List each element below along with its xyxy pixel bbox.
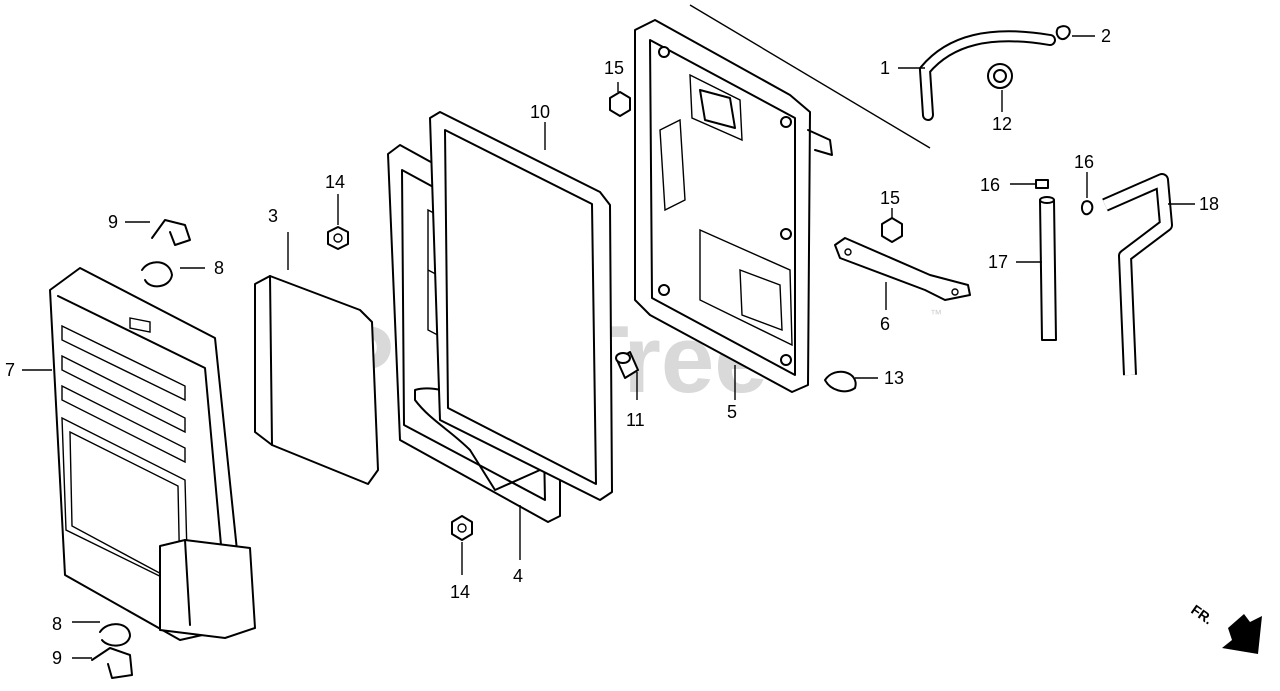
callout-15-upper: 15 [604, 58, 624, 78]
callout-15-lower: 15 [880, 188, 900, 208]
direction-label: FR. [1188, 601, 1216, 627]
part-13-clip[interactable] [824, 370, 857, 393]
callout-16-right: 16 [1074, 152, 1094, 172]
callout-10: 10 [530, 102, 550, 122]
callout-17: 17 [988, 252, 1008, 272]
direction-indicator: FR. [1188, 601, 1262, 654]
part-11-cap[interactable] [615, 351, 639, 379]
part-8-clip-upper[interactable] [141, 261, 173, 288]
part-15-nut-upper[interactable] [609, 91, 631, 117]
callout-2: 2 [1101, 26, 1111, 46]
part-15-nut-lower[interactable] [881, 217, 903, 243]
part-17-tube[interactable] [1039, 196, 1057, 341]
callout-9-upper: 9 [108, 212, 118, 232]
part-6-bracket[interactable] [834, 237, 971, 301]
leader-lines [22, 4, 1195, 659]
part-10-gasket[interactable] [429, 111, 613, 501]
part-16-clamp-left[interactable] [1035, 179, 1049, 189]
direction-arrow-icon [1222, 614, 1262, 654]
callout-13: 13 [884, 368, 904, 388]
part-14-nut-upper[interactable] [327, 226, 349, 250]
part-8-clip-lower[interactable] [99, 623, 131, 647]
callout-11: 11 [626, 410, 645, 430]
callout-14-upper: 14 [325, 172, 345, 192]
callout-6: 6 [880, 314, 890, 334]
callout-7: 7 [5, 360, 15, 380]
part-5-base[interactable] [634, 19, 833, 393]
callout-12: 12 [992, 114, 1012, 134]
part-18-tube[interactable] [1102, 173, 1173, 376]
callout-5: 5 [727, 402, 737, 422]
part-3-filter[interactable] [254, 275, 379, 485]
part-16-clamp-right[interactable] [1080, 200, 1094, 216]
callout-8-upper: 8 [214, 258, 224, 278]
callout-14-lower: 14 [450, 582, 470, 602]
part-1-tube[interactable] [918, 30, 1056, 121]
part-2-clip[interactable] [1055, 25, 1071, 40]
callout-4: 4 [513, 566, 523, 586]
part-9-clip-upper[interactable] [151, 219, 191, 246]
part-12-grommet[interactable] [987, 63, 1013, 89]
callout-18: 18 [1199, 194, 1219, 214]
callout-1: 1 [880, 58, 890, 78]
callout-8-lower: 8 [52, 614, 62, 634]
callout-3: 3 [268, 206, 278, 226]
part-9-clip-lower[interactable] [91, 647, 133, 679]
watermark-trademark: ™ [930, 307, 942, 321]
part-7-cover[interactable] [49, 267, 256, 641]
part-14-nut-lower[interactable] [451, 515, 473, 541]
callout-16-left: 16 [980, 175, 1000, 195]
callout-9-lower: 9 [52, 648, 62, 668]
